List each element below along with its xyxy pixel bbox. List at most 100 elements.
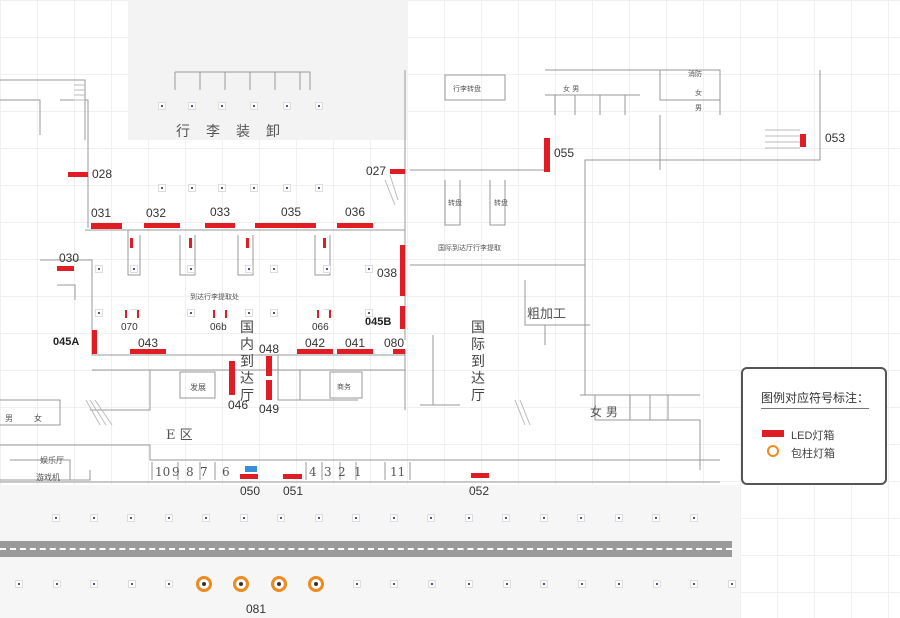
column-dot (352, 514, 360, 522)
led-box-036[interactable] (337, 223, 373, 228)
led-marker-066[interactable] (317, 310, 331, 318)
label-room-right: 商务 (337, 383, 351, 391)
column-dot (465, 580, 473, 588)
column-dot (90, 580, 98, 588)
pillar-box[interactable] (196, 576, 212, 592)
label-049: 049 (259, 402, 280, 416)
column-dot (427, 514, 435, 522)
label-female-top: 女 (695, 89, 702, 97)
label-male-left: 男 (5, 414, 13, 423)
column-dot (690, 580, 698, 588)
label-050: 050 (240, 484, 261, 498)
led-box-038[interactable] (400, 245, 405, 296)
led-box-small[interactable] (189, 238, 192, 248)
column-dot (315, 102, 323, 110)
pillar-box[interactable] (271, 576, 287, 592)
label-055: 055 (554, 146, 575, 160)
led-box-035[interactable] (255, 223, 316, 228)
column-dot (218, 184, 226, 192)
led-box-041[interactable] (337, 349, 373, 354)
led-box-055[interactable] (544, 138, 550, 172)
led-box-030[interactable] (57, 266, 74, 271)
label-042: 042 (305, 336, 326, 350)
led-marker-070[interactable] (125, 310, 139, 318)
column-dot (158, 102, 166, 110)
led-box-052[interactable] (471, 473, 489, 478)
gate-10: 10 (155, 465, 171, 479)
gate-4: 4 (309, 465, 317, 479)
pillar-box[interactable] (233, 576, 249, 592)
label-038: 038 (377, 266, 398, 280)
led-box-033[interactable] (205, 223, 235, 228)
led-box-small[interactable] (130, 238, 133, 248)
led-box-046[interactable] (229, 361, 235, 395)
led-box-050[interactable] (240, 474, 258, 479)
label-zone-e: E 区 (166, 428, 193, 443)
label-041: 041 (345, 336, 366, 350)
column-dot (365, 265, 373, 273)
column-dot (577, 580, 586, 588)
column-dot (245, 265, 253, 273)
lane-marking (0, 548, 732, 550)
led-box-042[interactable] (297, 349, 333, 354)
led-box-small[interactable] (246, 238, 249, 248)
label-restroom-top: 女 男 (563, 85, 580, 93)
led-box-028[interactable] (68, 172, 88, 177)
led-marker-06b[interactable] (213, 310, 227, 318)
led-box-small[interactable] (323, 238, 326, 248)
label-045a: 045A (53, 336, 80, 348)
column-dot (323, 265, 331, 273)
gate-9: 9 (172, 465, 180, 479)
column-dot (158, 184, 166, 192)
column-dot (202, 514, 210, 522)
label-043: 043 (138, 336, 159, 350)
label-081: 081 (246, 602, 267, 616)
label-entertainment-hall: 娱乐厅 (40, 456, 64, 465)
column-dot (315, 184, 323, 192)
column-dot (127, 514, 135, 522)
info-kiosk (245, 466, 257, 472)
label-070: 070 (121, 322, 138, 333)
led-box-031[interactable] (91, 223, 122, 229)
label-032: 032 (146, 206, 167, 220)
label-030: 030 (59, 251, 80, 265)
pillar-box[interactable] (308, 576, 324, 592)
led-box-043[interactable] (130, 349, 166, 354)
pillar-legend-icon (767, 445, 779, 457)
column-dot (283, 184, 291, 192)
led-box-032[interactable] (144, 223, 180, 228)
label-035: 035 (281, 205, 302, 219)
led-box-053[interactable] (800, 134, 806, 147)
label-game-machines: 游戏机 (36, 473, 60, 482)
led-box-027[interactable] (390, 169, 405, 174)
label-baggage-handling: 行李装卸 (176, 124, 296, 140)
baggage-handling-area (128, 0, 408, 140)
led-box-051[interactable] (283, 474, 302, 479)
led-legend-swatch (762, 430, 784, 437)
label-carousel-1: 转盘 (448, 199, 462, 207)
column-dot (689, 514, 698, 522)
column-dot (577, 514, 585, 522)
label-domestic-arrival-hall: 国内到达厅 (240, 320, 254, 404)
led-box-045b[interactable] (400, 306, 405, 329)
label-female-left: 女 (34, 414, 42, 423)
column-dot (652, 580, 661, 588)
column-dot (502, 580, 511, 588)
column-dot (652, 514, 660, 522)
led-box-048[interactable] (266, 356, 272, 376)
column-dot (250, 184, 258, 192)
label-rough-processing: 粗加工 (527, 307, 567, 322)
column-dot (164, 514, 173, 522)
led-box-049[interactable] (266, 380, 272, 400)
column-dot (187, 265, 195, 273)
column-dot (283, 102, 291, 110)
legend-pillar-label: 包柱灯箱 (791, 448, 835, 460)
road (0, 541, 732, 557)
led-box-080[interactable] (393, 349, 405, 354)
column-dot (95, 265, 103, 273)
column-dot (352, 580, 361, 588)
led-box-045a[interactable] (92, 330, 97, 354)
label-028: 028 (92, 167, 113, 181)
